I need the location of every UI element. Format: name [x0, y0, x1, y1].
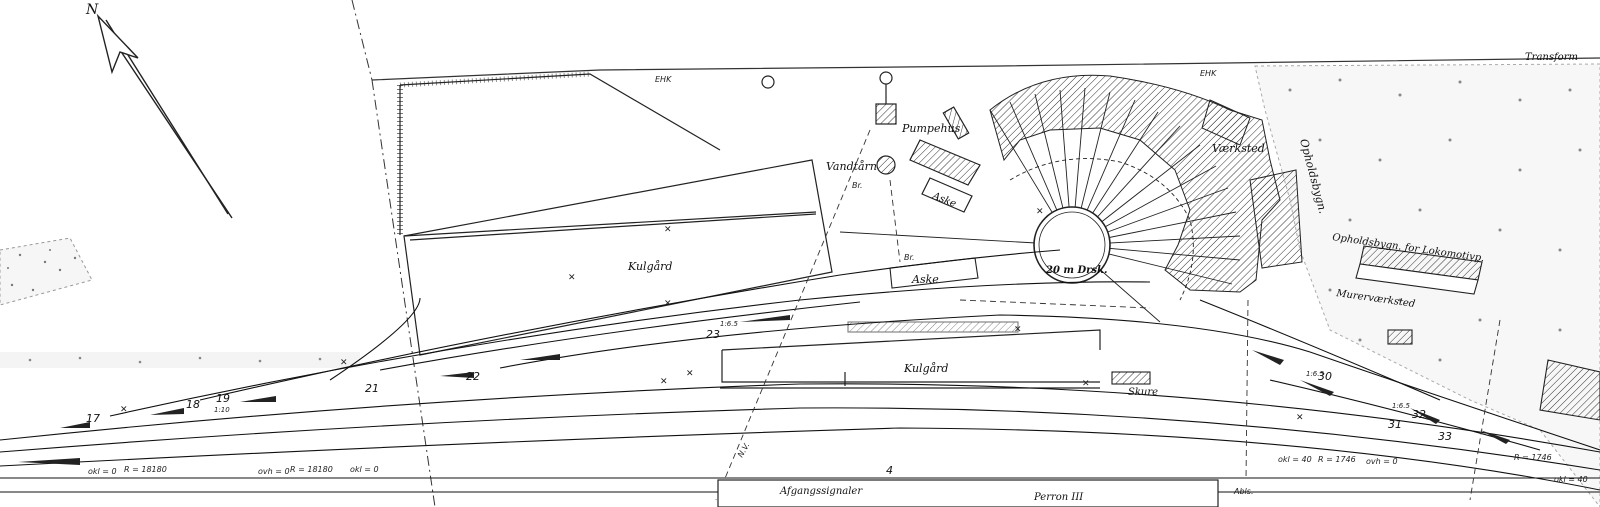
- turntable: [1033, 206, 1111, 284]
- ground-texture-left: [0, 237, 93, 306]
- survey-note: okl = 40: [1554, 475, 1588, 484]
- afgangssignaler-label: Afgangssignaler: [779, 486, 863, 497]
- br-label-1: Br.: [852, 181, 863, 190]
- survey-note: R = 1746: [1318, 455, 1356, 464]
- survey-note: ovh = 0: [258, 467, 290, 476]
- ground-texture-bottom: [0, 352, 360, 368]
- water-tower-icon: [876, 155, 896, 175]
- survey-note: okl = 40: [1278, 455, 1312, 464]
- survey-note: R = 18180: [290, 465, 333, 474]
- cable-lines: [715, 129, 1501, 501]
- boundary-line: [351, 0, 436, 507]
- svg-text:✕: ✕: [664, 299, 672, 309]
- pumpehus-label: Pumpehus: [901, 122, 961, 135]
- ehk-right-label: EHK: [1200, 69, 1217, 78]
- track-number: 19: [216, 392, 230, 405]
- ash-platform: [847, 257, 1019, 333]
- north-arrow-icon: [96, 13, 233, 219]
- transformer-label: Transform: [1525, 52, 1578, 63]
- vandtarn-label: Vandtårn: [826, 160, 877, 173]
- skure-label: Skure: [1128, 387, 1158, 398]
- survey-note: ovh = 0: [1366, 457, 1398, 466]
- svg-text:✕: ✕: [660, 377, 668, 387]
- survey-note: N.V.: [736, 441, 752, 459]
- north-label: N: [85, 2, 99, 18]
- survey-note: R = 18180: [124, 465, 167, 474]
- staff-building: [1355, 245, 1600, 421]
- svg-text:✕: ✕: [1082, 379, 1090, 389]
- coal-yard-upper: [397, 71, 833, 356]
- pump-house: [761, 71, 897, 125]
- survey-note: 1:6.5: [1306, 370, 1324, 378]
- survey-note: okl = 0: [88, 467, 117, 476]
- survey-note: 1:6.5: [720, 320, 738, 328]
- survey-points: ✕ ✕ ✕ ✕ ✕ ✕ ✕ ✕ ✕ ✕ ✕: [120, 207, 1304, 423]
- svg-text:✕: ✕: [686, 369, 694, 379]
- track-numbers: 17 18 19 21 22 23 30 31 32 33 4: [86, 328, 1452, 477]
- svg-text:✕: ✕: [1014, 325, 1022, 335]
- br-label-2: Br.: [904, 253, 915, 262]
- survey-note: R = 1746: [1514, 453, 1552, 462]
- svg-text:✕: ✕: [664, 225, 672, 235]
- survey-note: 1:6.5: [1392, 402, 1410, 410]
- track-number: 21: [365, 382, 379, 395]
- switch-frogs: [18, 315, 1510, 465]
- svg-text:✕: ✕: [1036, 207, 1044, 217]
- coal-yard-lower: [720, 329, 1101, 389]
- track-number: 31: [1388, 418, 1402, 431]
- aske-lower-label: Aske: [911, 273, 939, 286]
- survey-note: 1:10: [214, 406, 230, 414]
- platform: [717, 479, 1219, 507]
- svg-text:✕: ✕: [120, 405, 128, 415]
- svg-text:✕: ✕: [340, 358, 348, 368]
- track-number: 23: [706, 328, 720, 341]
- track-number: 33: [1438, 430, 1452, 443]
- track-number: 18: [186, 398, 200, 411]
- track-number: 32: [1412, 408, 1426, 421]
- perron-label: Perron III: [1033, 492, 1084, 503]
- survey-notes: okl = 0 R = 18180 R = 18180 okl = 0 ovh …: [88, 320, 1588, 484]
- survey-note: okl = 0: [350, 465, 379, 474]
- ash-sheds-upper: [909, 106, 981, 213]
- track-number: 17: [86, 412, 100, 425]
- shed-icon: [1111, 371, 1151, 385]
- kulgard-lower-label: Kulgård: [903, 362, 948, 375]
- turntable-label: 20 m Drsk.: [1045, 265, 1107, 276]
- abls-label: Abls.: [1233, 487, 1253, 496]
- svg-text:✕: ✕: [1296, 413, 1304, 423]
- kulgard-upper-label: Kulgård: [627, 260, 672, 273]
- track-number: 22: [466, 370, 480, 383]
- track-number: 4: [886, 464, 893, 477]
- site-boundary-top: [371, 57, 1600, 81]
- ehk-top-label: EHK: [655, 75, 672, 84]
- svg-text:✕: ✕: [568, 273, 576, 283]
- track-number: 30: [1318, 370, 1332, 383]
- vaerksted-label: Værksted: [1212, 142, 1265, 155]
